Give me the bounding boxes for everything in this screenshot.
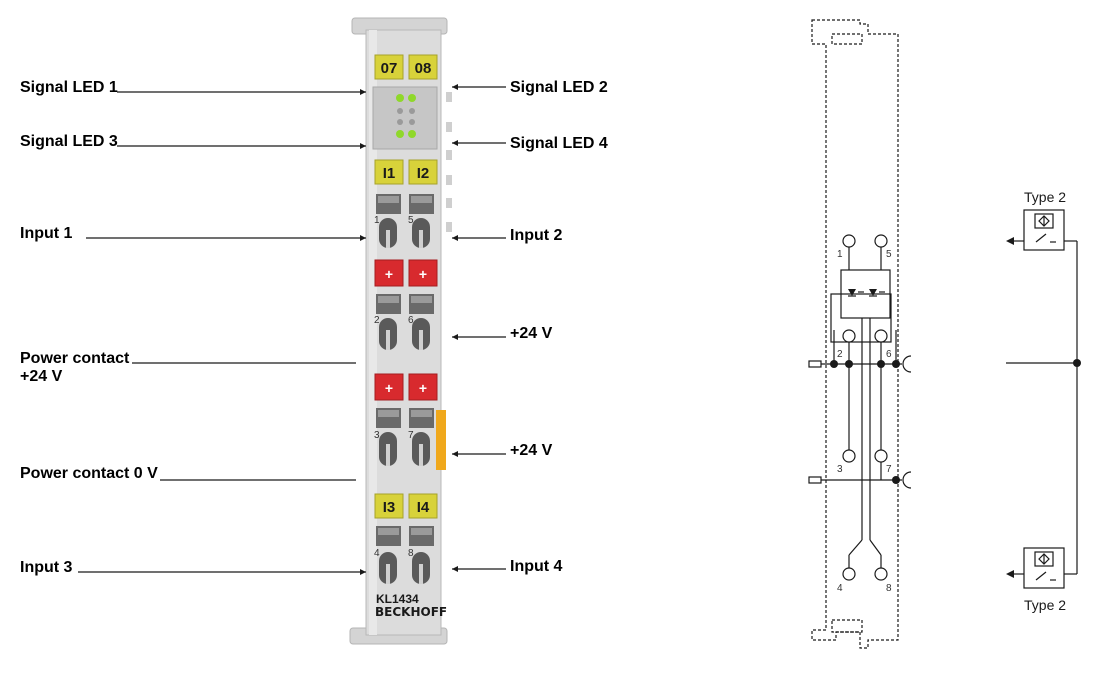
module-terminal-1: 1 [374,215,380,226]
plus-chip-3 [374,373,404,401]
input-chip-i3-label: I3 [383,499,396,516]
plus-chip-4-label: + [419,380,427,396]
schematic [808,19,1078,649]
terminal-module: 07 08 I1 I2 1 5 + + [349,17,452,645]
schem-terminal-8 [874,567,888,581]
label-signal-led-2: Signal LED 2 [510,79,608,96]
callout-arrowheads [360,84,458,575]
label-signal-led-1: Signal LED 1 [20,79,118,96]
input-chip-i1-label: I1 [383,165,396,182]
led-chip-07-label: 07 [381,60,398,77]
input-chip-i3 [374,493,404,519]
led-window [372,86,438,150]
label-input-2: Input 2 [510,227,563,244]
housing-outline [811,19,899,649]
input-chip-i2 [408,159,438,185]
plus-chip-2-label: + [419,266,427,282]
input-chip-i2-label: I2 [417,165,430,182]
module-terminal-2: 2 [374,315,380,326]
module-terminal-5: 5 [408,215,414,226]
input-chip-i4 [408,493,438,519]
signal-led-1 [396,94,404,102]
label-power-contact-24v-line2: +24 V [20,368,63,385]
signal-led-3 [396,130,404,138]
schem-label-2: 2 [837,349,843,360]
schem-terminal-6 [874,329,888,343]
plus-chip-4 [408,373,438,401]
schem-terminal-3 [842,449,856,463]
module-terminal-3: 3 [374,430,380,441]
label-input-3: Input 3 [20,559,73,576]
module-terminal-4: 4 [374,548,380,559]
module-terminal-8: 8 [408,548,414,559]
schem-label-4: 4 [837,583,843,594]
module-terminal-7: 7 [408,430,414,441]
signal-led-2 [408,94,416,102]
schem-terminal-2 [842,329,856,343]
label-plus24v-b: +24 V [510,442,553,459]
led-chip-08 [408,54,438,80]
led-chip-08-label: 08 [415,60,432,77]
schem-label-8: 8 [886,583,892,594]
schem-label-1: 1 [837,249,843,260]
schem-terminal-7 [874,449,888,463]
schematic-fills [830,237,1081,578]
label-power-contact-24v-line1: Power contact [20,350,130,367]
schem-label-5: 5 [886,249,892,260]
input-chip-i4-label: I4 [417,499,430,516]
power-contact-bar [436,410,446,470]
label-input-1: Input 1 [20,225,73,242]
plus-chip-1 [374,259,404,287]
module-brand: BECKHOFF [375,605,447,619]
plus-chip-3-label: + [385,380,393,396]
schem-terminal-1 [842,234,856,248]
plus-chip-1-label: + [385,266,393,282]
label-signal-led-4: Signal LED 4 [510,135,608,152]
signal-led-4 [408,130,416,138]
schem-label-7: 7 [886,464,892,475]
schem-label-3: 3 [837,464,843,475]
callout-lines [78,86,506,573]
sensor-bottom-label: Type 2 [1024,597,1066,613]
plus-chip-2 [408,259,438,287]
input-chip-i1 [374,159,404,185]
label-signal-led-3: Signal LED 3 [20,133,118,150]
sensor-top-label: Type 2 [1024,189,1066,205]
module-model: KL1434 [376,592,419,606]
schem-terminal-5 [874,234,888,248]
label-input-4: Input 4 [510,558,563,575]
label-plus24v-a: +24 V [510,325,553,342]
schem-label-6: 6 [886,349,892,360]
module-terminal-6: 6 [408,315,414,326]
schem-terminal-4 [842,567,856,581]
led-chip-07 [374,54,404,80]
label-power-contact-0v: Power contact 0 V [20,465,158,482]
